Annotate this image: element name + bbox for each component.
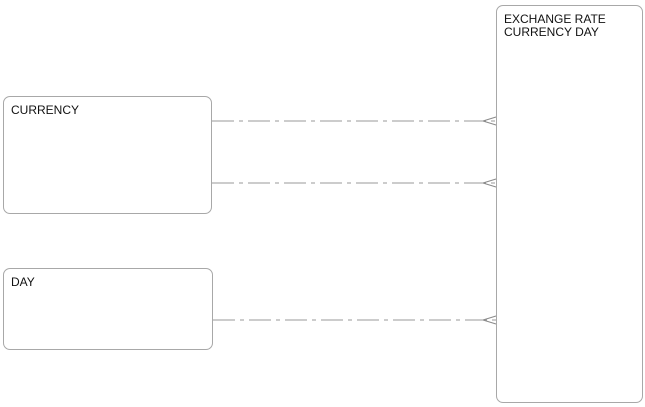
crows-foot-upper — [482, 315, 497, 321]
relationship-currency-exchange-1 — [212, 116, 497, 126]
crows-foot-upper — [482, 116, 497, 122]
crows-foot-lower — [482, 120, 497, 126]
crows-foot-lower — [482, 182, 497, 188]
entity-title-line-2: CURRENCY DAY — [504, 25, 599, 39]
entity-exchange-rate-currency-day[interactable]: EXCHANGE RATE CURRENCY DAY — [496, 5, 643, 403]
entity-currency[interactable]: CURRENCY — [3, 96, 212, 214]
entity-title: CURRENCY — [11, 103, 80, 117]
entity-day[interactable]: DAY — [3, 268, 213, 350]
entity-title-line-1: EXCHANGE RATE — [504, 12, 606, 26]
relationship-day-exchange — [213, 315, 497, 325]
relationship-currency-exchange-2 — [212, 178, 497, 188]
crows-foot-lower — [482, 319, 497, 325]
crows-foot-upper — [482, 178, 497, 184]
entity-title: DAY — [11, 275, 35, 289]
